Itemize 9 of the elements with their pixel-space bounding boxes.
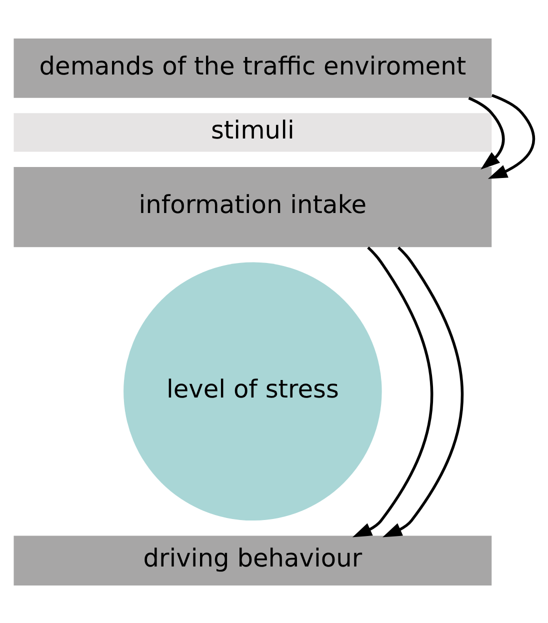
arrow	[382, 246, 464, 537]
node-box: information intake	[14, 166, 492, 247]
arrow	[468, 96, 505, 170]
node-circle: level of stress	[124, 262, 382, 520]
node-box: driving behaviour	[14, 535, 492, 585]
node-box: stimuli	[14, 112, 492, 152]
node-box: demands of the traffic enviroment	[14, 38, 492, 98]
arrow	[352, 246, 434, 537]
arrow	[488, 93, 536, 178]
